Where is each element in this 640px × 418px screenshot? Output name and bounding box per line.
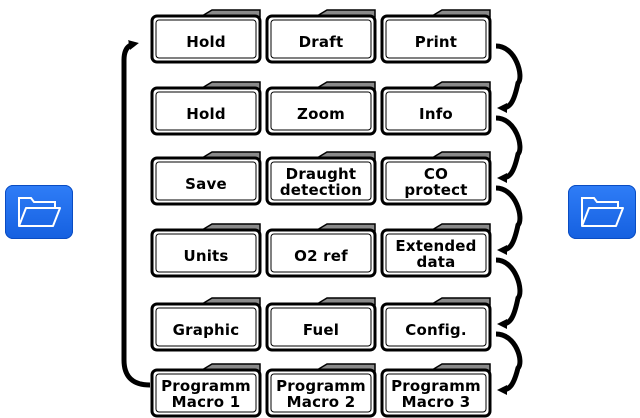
softkey-r1-c1[interactable]: Hold [150,8,262,64]
softkey-r5-c1[interactable]: Graphic [150,296,262,352]
softkey-label: Hold [186,33,226,51]
softkey-frame [150,297,262,352]
softkey-frame [380,151,492,206]
softkey-frame [150,151,262,206]
softkey-frame [380,223,492,278]
softkey-label: Draft [298,33,344,51]
next-row-arrow [495,43,523,113]
softkey-label: Units [183,247,229,265]
softkey-r1-c3[interactable]: Print [380,8,492,64]
softkey-frame [380,297,492,352]
softkey-r6-c2[interactable]: Programm Macro 2 [265,362,377,418]
softkey-r2-c2[interactable]: Zoom [265,80,377,136]
softkey-r4-c2[interactable]: O2 ref [265,222,377,278]
softkey-r6-c3[interactable]: Programm Macro 3 [380,362,492,418]
softkey-label: CO protect [404,165,468,199]
softkey-r3-c1[interactable]: Save [150,150,262,206]
softkey-r5-c2[interactable]: Fuel [265,296,377,352]
softkey-frame [150,9,262,64]
folder-button-right[interactable] [568,185,636,239]
softkey-frame [265,81,377,136]
softkey-frame [150,223,262,278]
softkey-label: Config. [405,321,467,339]
softkey-r2-c1[interactable]: Hold [150,80,262,136]
softkey-frame [380,363,492,418]
folder-open-icon [18,197,61,227]
softkey-label: Print [414,33,458,51]
softkey-r5-c3[interactable]: Config. [380,296,492,352]
softkey-label: O2 ref [294,247,348,265]
softkey-r2-c3[interactable]: Info [380,80,492,136]
folder-open-icon [581,197,624,227]
softkey-r3-c2[interactable]: Draught detection [265,150,377,206]
softkey-label: Draught detection [279,165,363,199]
softkey-frame [265,223,377,278]
softkey-r6-c1[interactable]: Programm Macro 1 [150,362,262,418]
softkey-label: Hold [186,105,226,123]
softkey-label: Save [185,175,227,193]
softkey-label: Graphic [172,321,240,339]
softkey-label: Programm Macro 1 [161,377,251,411]
softkey-label: Programm Macro 3 [391,377,481,411]
softkey-label: Fuel [302,321,340,339]
softkey-frame [265,151,377,206]
softkey-r4-c3[interactable]: Extended data [380,222,492,278]
next-row-arrow [495,331,523,395]
row-advance-arrows [495,43,523,395]
softkey-frame [265,297,377,352]
softkey-label: Programm Macro 2 [276,377,366,411]
softkey-frame [380,9,492,64]
softkey-frame [265,9,377,64]
softkey-r4-c1[interactable]: Units [150,222,262,278]
next-row-arrow [495,257,523,329]
softkey-frame [265,363,377,418]
softkey-r3-c3[interactable]: CO protect [380,150,492,206]
softkey-label: Info [419,105,453,123]
folder-button-left[interactable] [5,185,73,239]
next-row-arrow [495,115,523,183]
softkey-frame [380,81,492,136]
next-row-arrow [495,185,523,255]
softkey-r1-c2[interactable]: Draft [265,8,377,64]
softkey-label: Extended data [395,237,477,271]
softkey-label: Zoom [297,105,345,123]
softkey-frame [150,363,262,418]
return-to-top-arrow [121,40,151,388]
softkey-frame [150,81,262,136]
